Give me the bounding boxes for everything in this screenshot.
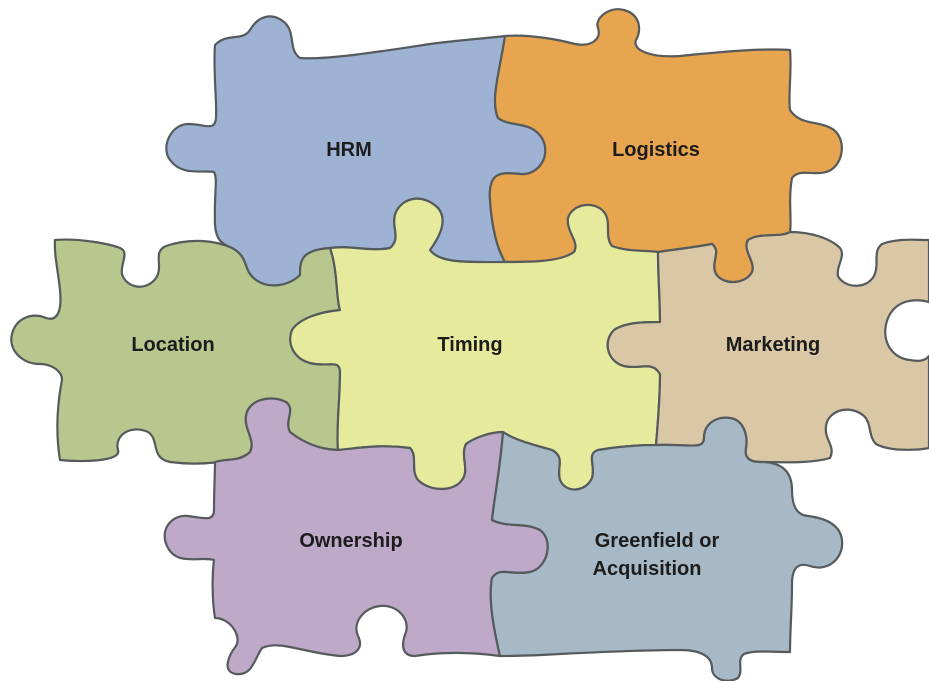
label-hrm: HRM	[326, 139, 372, 161]
piece-marketing	[606, 230, 929, 464]
label-logistics: Logistics	[612, 139, 700, 161]
piece-greenfield-or-acquisition	[489, 416, 844, 681]
label-location: Location	[131, 334, 214, 356]
label-greenfield-line2: Acquisition	[593, 558, 702, 580]
label-timing: Timing	[437, 334, 502, 356]
label-marketing: Marketing	[726, 334, 820, 356]
label-greenfield-line1: Greenfield or	[595, 530, 720, 552]
label-ownership: Ownership	[299, 530, 402, 552]
